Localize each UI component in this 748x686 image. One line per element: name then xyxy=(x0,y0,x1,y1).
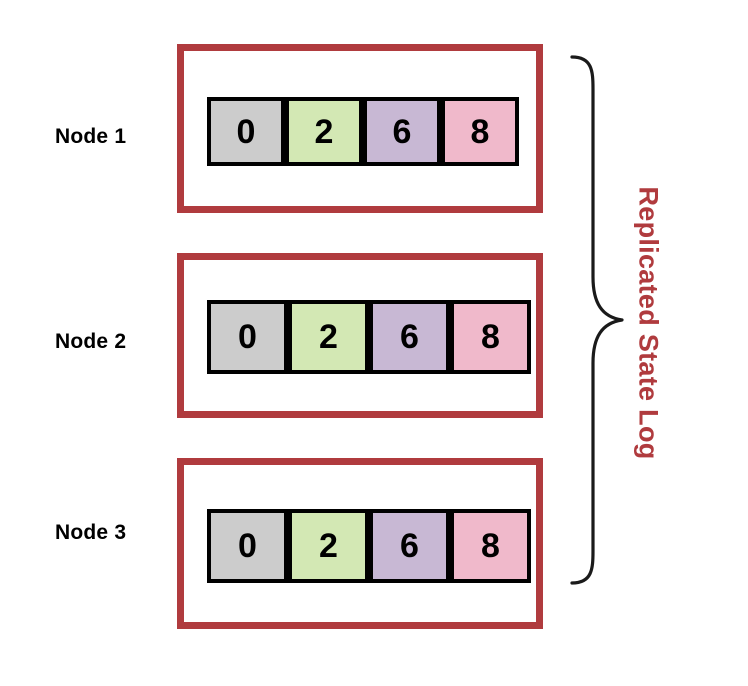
log-entry-cell[interactable]: 0 xyxy=(207,300,288,374)
node-label-1: Node 1 xyxy=(55,125,127,148)
log-entry-cell[interactable]: 2 xyxy=(288,509,369,583)
log-entry-cell[interactable]: 8 xyxy=(441,97,519,166)
log-strip-1: 0 2 6 8 xyxy=(207,97,519,166)
log-entry-cell[interactable]: 6 xyxy=(369,300,450,374)
log-entry-cell[interactable]: 8 xyxy=(450,300,531,374)
replicated-state-log-label: Replicated State Log xyxy=(633,186,664,460)
log-entry-cell[interactable]: 8 xyxy=(450,509,531,583)
node-container-3: 0 2 6 8 xyxy=(177,458,543,629)
log-strip-3: 0 2 6 8 xyxy=(207,509,531,583)
log-entry-cell[interactable]: 0 xyxy=(207,509,288,583)
node-label-3: Node 3 xyxy=(55,521,127,544)
log-entry-cell[interactable]: 6 xyxy=(369,509,450,583)
log-entry-cell[interactable]: 2 xyxy=(288,300,369,374)
log-strip-2: 0 2 6 8 xyxy=(207,300,531,374)
node-container-2: 0 2 6 8 xyxy=(177,253,543,418)
node-label-2: Node 2 xyxy=(55,330,127,353)
log-entry-cell[interactable]: 0 xyxy=(207,97,285,166)
log-entry-cell[interactable]: 2 xyxy=(285,97,363,166)
node-container-1: 0 2 6 8 xyxy=(177,44,543,213)
log-entry-cell[interactable]: 6 xyxy=(363,97,441,166)
curly-brace-icon xyxy=(570,55,624,585)
